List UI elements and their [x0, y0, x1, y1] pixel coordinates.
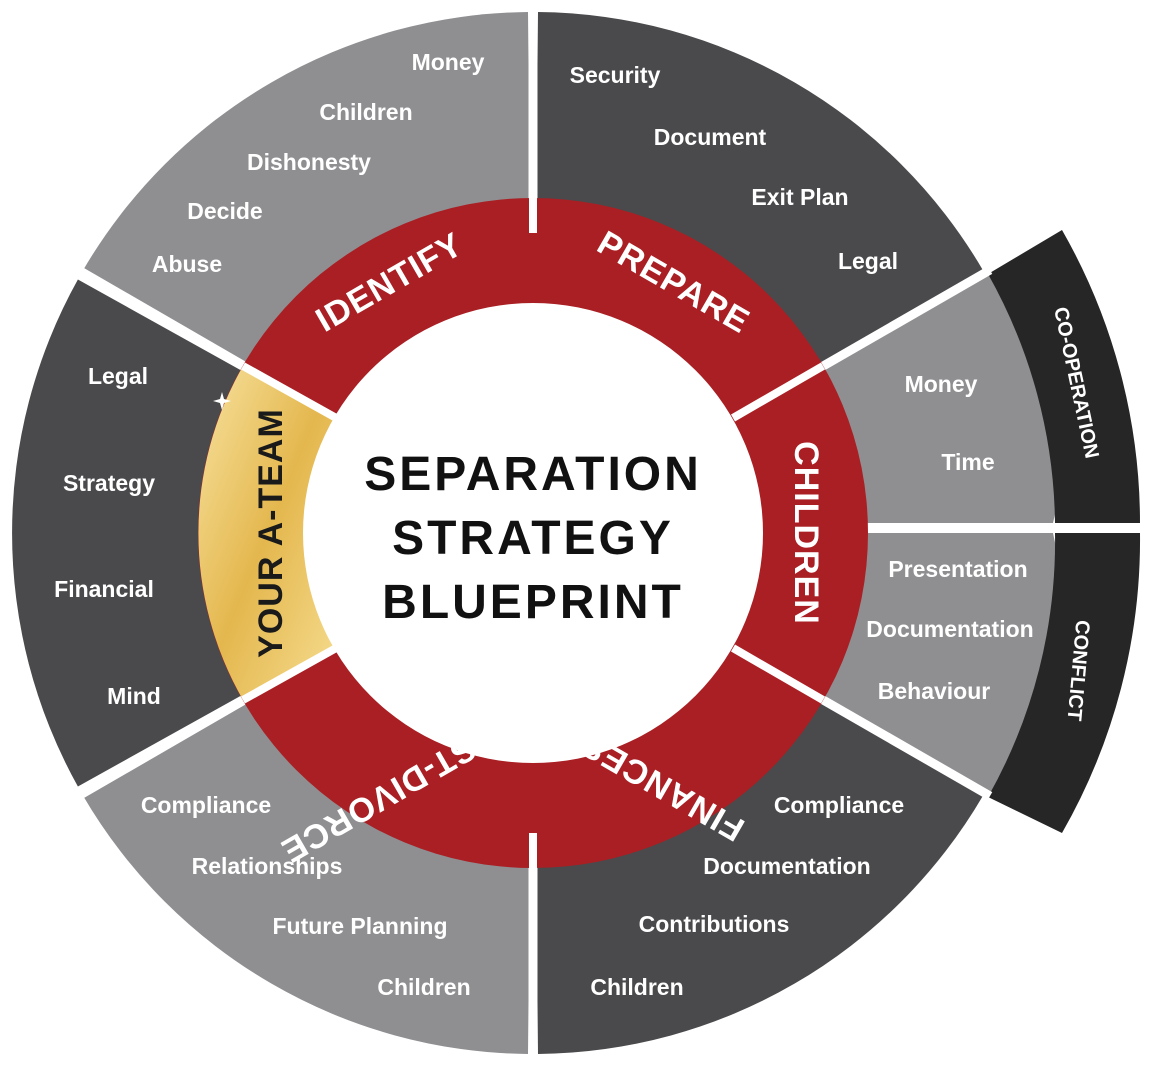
- stage-label-a-team: YOUR A-TEAM: [252, 408, 290, 658]
- post-divorce-item-relationships: Relationships: [192, 853, 343, 879]
- identify-item-abuse: Abuse: [152, 251, 222, 277]
- center-disc: [303, 303, 763, 763]
- ring-dividers: [241, 198, 826, 868]
- conflict-item-documentation: Documentation: [866, 616, 1033, 642]
- conflict-item-presentation: Presentation: [888, 556, 1027, 582]
- band-co-operation: [988, 230, 1140, 523]
- a-team-item-mind: Mind: [107, 683, 161, 709]
- finances-item-children: Children: [590, 974, 683, 1000]
- prepare-item-security: Security: [570, 62, 661, 88]
- identify-item-dishonesty: Dishonesty: [247, 149, 371, 175]
- title-line-3: BLUEPRINT: [382, 576, 684, 629]
- identify-item-money: Money: [412, 49, 485, 75]
- prepare-item-legal: Legal: [838, 248, 898, 274]
- identify-item-decide: Decide: [187, 198, 262, 224]
- sparkle-icon: [213, 392, 231, 410]
- finances-item-contributions: Contributions: [639, 911, 790, 937]
- co-operation-item-money: Money: [905, 371, 978, 397]
- a-team-item-strategy: Strategy: [63, 470, 155, 496]
- center-title: SEPARATION STRATEGY BLUEPRINT: [364, 448, 702, 629]
- a-team-item-legal: Legal: [88, 363, 148, 389]
- post-divorce-item-compliance: Compliance: [141, 792, 271, 818]
- a-team-segment: [198, 366, 337, 700]
- prepare-item-exit-plan: Exit Plan: [751, 184, 848, 210]
- co-operation-item-time: Time: [941, 449, 994, 475]
- post-divorce-item-future-planning: Future Planning: [272, 913, 447, 939]
- post-divorce-item-children: Children: [377, 974, 470, 1000]
- finances-item-compliance: Compliance: [774, 792, 904, 818]
- finances-item-documentation: Documentation: [703, 853, 870, 879]
- band-conflict: [988, 533, 1141, 833]
- conflict-item-behaviour: Behaviour: [878, 678, 991, 704]
- title-line-2: STRATEGY: [392, 512, 674, 565]
- stage-label-children: CHILDREN: [787, 441, 825, 625]
- prepare-item-document: Document: [654, 124, 767, 150]
- a-team-item-financial: Financial: [54, 576, 154, 602]
- identify-item-children: Children: [319, 99, 412, 125]
- title-line-1: SEPARATION: [364, 448, 702, 501]
